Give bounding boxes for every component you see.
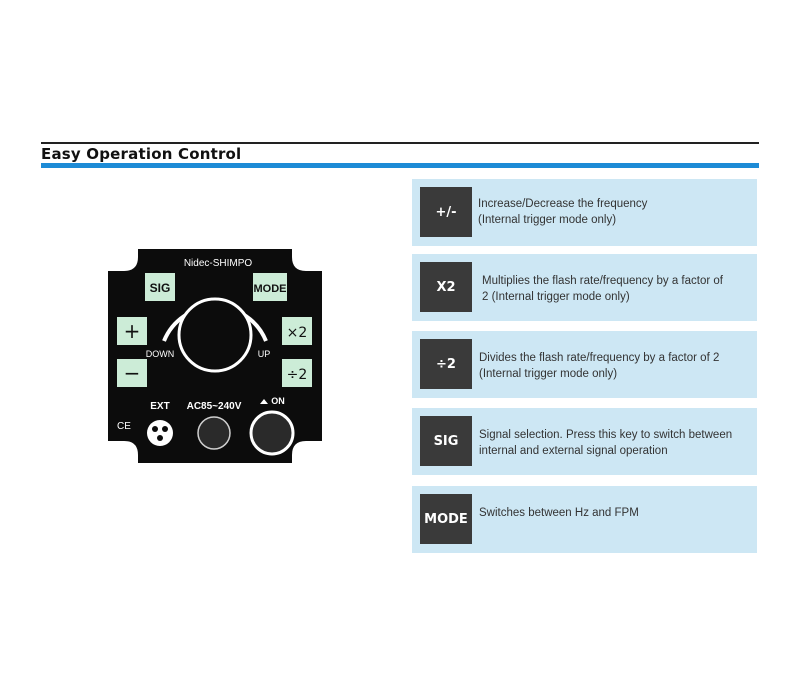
description-line: Switches between Hz and FPM	[479, 507, 639, 519]
dial-knob[interactable]	[177, 297, 253, 373]
down-label: DOWN	[146, 349, 175, 359]
description-line: Signal selection. Press this key to swit…	[479, 429, 733, 441]
feature-row-div2: ÷2 Divides the flash rate/frequency by a…	[412, 331, 757, 398]
section-title: Easy Operation Control	[41, 145, 242, 163]
div2-key: ÷2	[420, 339, 472, 389]
mode-button-label: MODE	[254, 283, 287, 295]
brand-label: Nidec-SHIMPO	[184, 258, 253, 269]
power-switch[interactable]	[249, 410, 295, 456]
control-panel: Nidec-SHIMPO SIG MODE + − ×2 ÷2	[108, 249, 322, 463]
power-label: AC85~240V	[187, 401, 242, 412]
plus-minus-key: +/-	[420, 187, 472, 237]
description-line: (Internal trigger mode only)	[478, 214, 617, 226]
feature-description: Signal selection. Press this key to swit…	[479, 427, 747, 459]
mode-button[interactable]: MODE	[253, 273, 287, 301]
description-line: Multiplies the flash rate/frequency by a…	[482, 275, 723, 287]
feature-row-mode: MODE Switches between Hz and FPM	[412, 486, 757, 553]
feature-row-sig: SIG Signal selection. Press this key to …	[412, 408, 757, 475]
x2-key: X2	[420, 262, 472, 312]
on-label: ON	[271, 396, 285, 406]
ext-connector-icon	[147, 420, 173, 446]
plus-button-label: +	[124, 319, 141, 343]
feature-description: Switches between Hz and FPM	[479, 505, 747, 521]
sig-button[interactable]: SIG	[145, 273, 175, 301]
div2-button-label: ÷2	[287, 367, 308, 383]
x2-button[interactable]: ×2	[282, 317, 312, 345]
sig-key: SIG	[420, 416, 472, 466]
top-rule	[41, 142, 759, 144]
on-arrow-icon	[260, 399, 268, 404]
description-line: internal and external signal operation	[479, 445, 668, 457]
description-line: (Internal trigger mode only)	[479, 368, 618, 380]
accent-rule	[41, 163, 759, 168]
x2-button-label: ×2	[287, 325, 308, 341]
minus-button-label: −	[124, 361, 141, 385]
feature-description: Divides the flash rate/frequency by a fa…	[479, 350, 747, 382]
up-label: UP	[258, 349, 271, 359]
feature-description: Multiplies the flash rate/frequency by a…	[482, 273, 747, 305]
mode-key: MODE	[420, 494, 472, 544]
description-line: Increase/Decrease the frequency	[478, 198, 648, 210]
feature-row-plus-minus: +/- Increase/Decrease the frequency (Int…	[412, 179, 757, 246]
plus-button[interactable]: +	[117, 317, 147, 345]
ext-label: EXT	[150, 401, 169, 412]
ce-mark: CE	[117, 421, 131, 432]
feature-description: Increase/Decrease the frequency (Interna…	[478, 196, 747, 228]
sig-button-label: SIG	[150, 281, 171, 295]
description-line: Divides the flash rate/frequency by a fa…	[479, 352, 720, 364]
power-socket-icon	[197, 416, 231, 450]
div2-button[interactable]: ÷2	[282, 359, 312, 387]
minus-button[interactable]: −	[117, 359, 147, 387]
description-line: 2 (Internal trigger mode only)	[482, 291, 630, 303]
feature-row-x2: X2 Multiplies the flash rate/frequency b…	[412, 254, 757, 321]
